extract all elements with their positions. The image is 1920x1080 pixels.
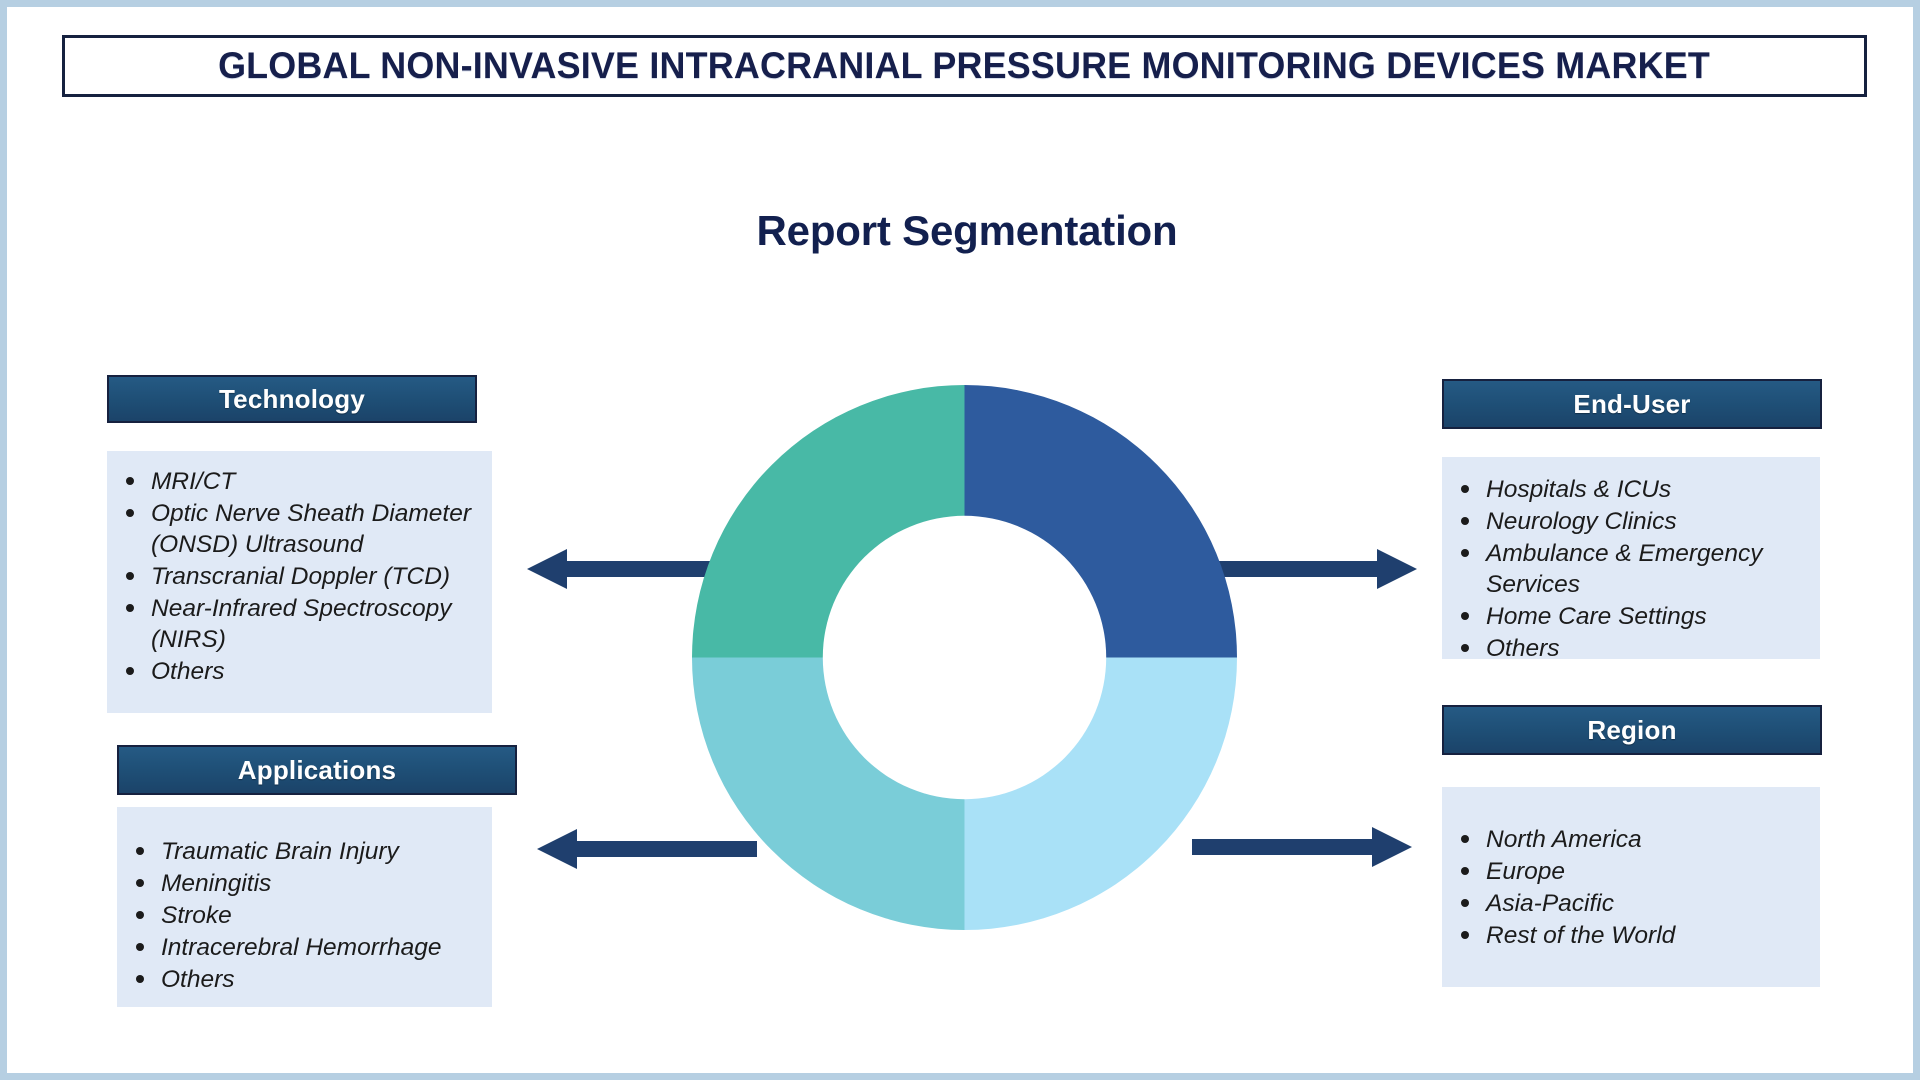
- segment-header-end-user-label: End-User: [1573, 388, 1691, 419]
- list-item: Rest of the World: [1484, 919, 1810, 951]
- list-item: Others: [149, 655, 482, 687]
- list-item: Traumatic Brain Injury: [159, 835, 482, 867]
- segment-body-technology: MRI/CT Optic Nerve Sheath Diameter (ONSD…: [107, 451, 492, 713]
- region-list: North America Europe Asia-Pacific Rest o…: [1442, 823, 1820, 951]
- list-item: Intracerebral Hemorrhage: [159, 931, 482, 963]
- segment-header-region-label: Region: [1587, 714, 1677, 745]
- end-user-list: Hospitals & ICUs Neurology Clinics Ambul…: [1442, 473, 1820, 664]
- list-item: Optic Nerve Sheath Diameter (ONSD) Ultra…: [149, 497, 482, 560]
- applications-list: Traumatic Brain Injury Meningitis Stroke…: [117, 835, 492, 995]
- segment-body-end-user: Hospitals & ICUs Neurology Clinics Ambul…: [1442, 457, 1820, 662]
- report-title-box: GLOBAL NON-INVASIVE INTRACRANIAL PRESSUR…: [62, 35, 1867, 97]
- segment-header-region[interactable]: Region: [1442, 705, 1822, 755]
- segment-header-technology-label: Technology: [219, 383, 365, 414]
- list-item: Near-Infrared Spectroscopy (NIRS): [149, 592, 482, 655]
- segment-header-technology[interactable]: Technology: [107, 375, 477, 423]
- list-item: Hospitals & ICUs: [1484, 473, 1810, 505]
- section-heading-text: Report Segmentation: [756, 207, 1178, 254]
- segment-body-region: North America Europe Asia-Pacific Rest o…: [1442, 787, 1820, 987]
- segment-body-applications: Traumatic Brain Injury Meningitis Stroke…: [117, 807, 492, 1007]
- technology-list: MRI/CT Optic Nerve Sheath Diameter (ONSD…: [107, 465, 492, 687]
- list-item: North America: [1484, 823, 1810, 855]
- list-item: Others: [159, 963, 482, 995]
- list-item: Home Care Settings: [1484, 600, 1810, 632]
- donut-svg: [692, 385, 1237, 930]
- segment-header-end-user[interactable]: End-User: [1442, 379, 1822, 429]
- list-item: Stroke: [159, 899, 482, 931]
- list-item: Meningitis: [159, 867, 482, 899]
- list-item: Ambulance & Emergency Services: [1484, 537, 1810, 600]
- list-item: Asia-Pacific: [1484, 887, 1810, 919]
- donut-center-hole: [822, 515, 1107, 800]
- list-item: Others: [1484, 632, 1810, 664]
- segmentation-donut-chart: [692, 385, 1237, 930]
- applications-connector-arrow-icon: [537, 827, 757, 871]
- segment-header-applications-label: Applications: [237, 754, 397, 785]
- region-connector-arrow-icon: [1192, 825, 1412, 869]
- list-item: Europe: [1484, 855, 1810, 887]
- list-item: MRI/CT: [149, 465, 482, 497]
- segment-header-applications[interactable]: Applications: [117, 745, 517, 795]
- page-canvas: GLOBAL NON-INVASIVE INTRACRANIAL PRESSUR…: [7, 7, 1913, 1073]
- technology-connector-arrow-icon: [527, 547, 747, 591]
- end-user-connector-arrow-icon: [1197, 547, 1417, 591]
- list-item: Neurology Clinics: [1484, 505, 1810, 537]
- page-title: GLOBAL NON-INVASIVE INTRACRANIAL PRESSUR…: [218, 45, 1711, 86]
- list-item: Transcranial Doppler (TCD): [149, 560, 482, 592]
- section-heading: Report Segmentation: [7, 207, 1920, 255]
